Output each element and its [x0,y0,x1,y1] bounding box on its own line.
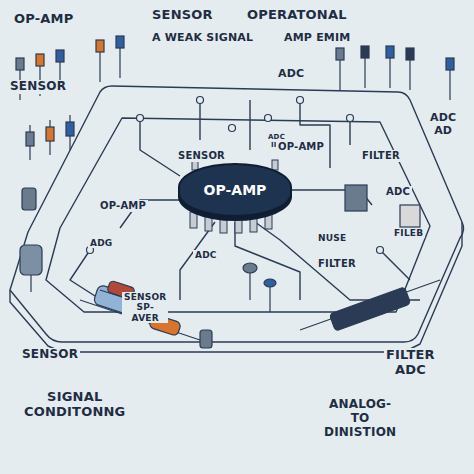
part-label: NUSE [316,233,348,243]
part-label: SIGNAL CONDITONNG [22,390,127,420]
part-label: FILEB [392,228,425,238]
part-label: ADG [88,238,114,248]
part-label: SENSOR [176,150,227,162]
top-component-row [16,36,454,100]
via [297,97,304,104]
trace [380,250,410,280]
part-label: ADC [384,186,412,198]
trace [140,118,180,176]
part-label: ADC AD [428,112,458,137]
relay-symbol [400,205,420,227]
part-label: SENSOR [8,80,68,94]
trace [235,222,300,300]
chip-label: OP-AMP [204,182,267,198]
part-label: FILTER [316,258,358,270]
part-label: FILTER ADC [384,348,437,378]
board-inner-outline [46,118,430,312]
via [347,115,354,122]
part-label: FILTER [360,150,402,162]
via [197,97,204,104]
part-label: SENSOR [20,348,80,362]
part-label: SENSOR [150,8,215,23]
part-label: ADC [276,68,306,81]
dip-chip [329,287,410,331]
trace [249,100,250,150]
part-label: ADC [193,250,219,260]
part-label: OP-AMP [98,200,148,212]
op-amp-chip: OP-AMP [178,163,292,217]
board-edge [10,222,462,352]
via [377,247,384,254]
left-components [20,115,74,292]
part-label: OPERATONAL [245,8,349,23]
capacitor-symbol [20,245,42,275]
part-label: ANALOG-TO DINISTION [322,398,398,439]
part-label: OP-AMP [12,12,75,27]
via [137,115,144,122]
part-label: OP-AMP [276,141,326,153]
trace [199,100,200,140]
part-label: SENSOR SP-AVER [122,292,168,323]
board-outline [10,86,464,342]
via [229,125,236,132]
capacitor-symbol [22,188,36,210]
part-label: AMP EMIM [282,32,352,45]
trace [300,100,330,168]
part-label: A WEAK SIGNAL [150,32,255,45]
ic-symbol [345,185,367,211]
resistor-symbols [80,280,212,348]
via [265,115,272,122]
trace [180,222,215,300]
